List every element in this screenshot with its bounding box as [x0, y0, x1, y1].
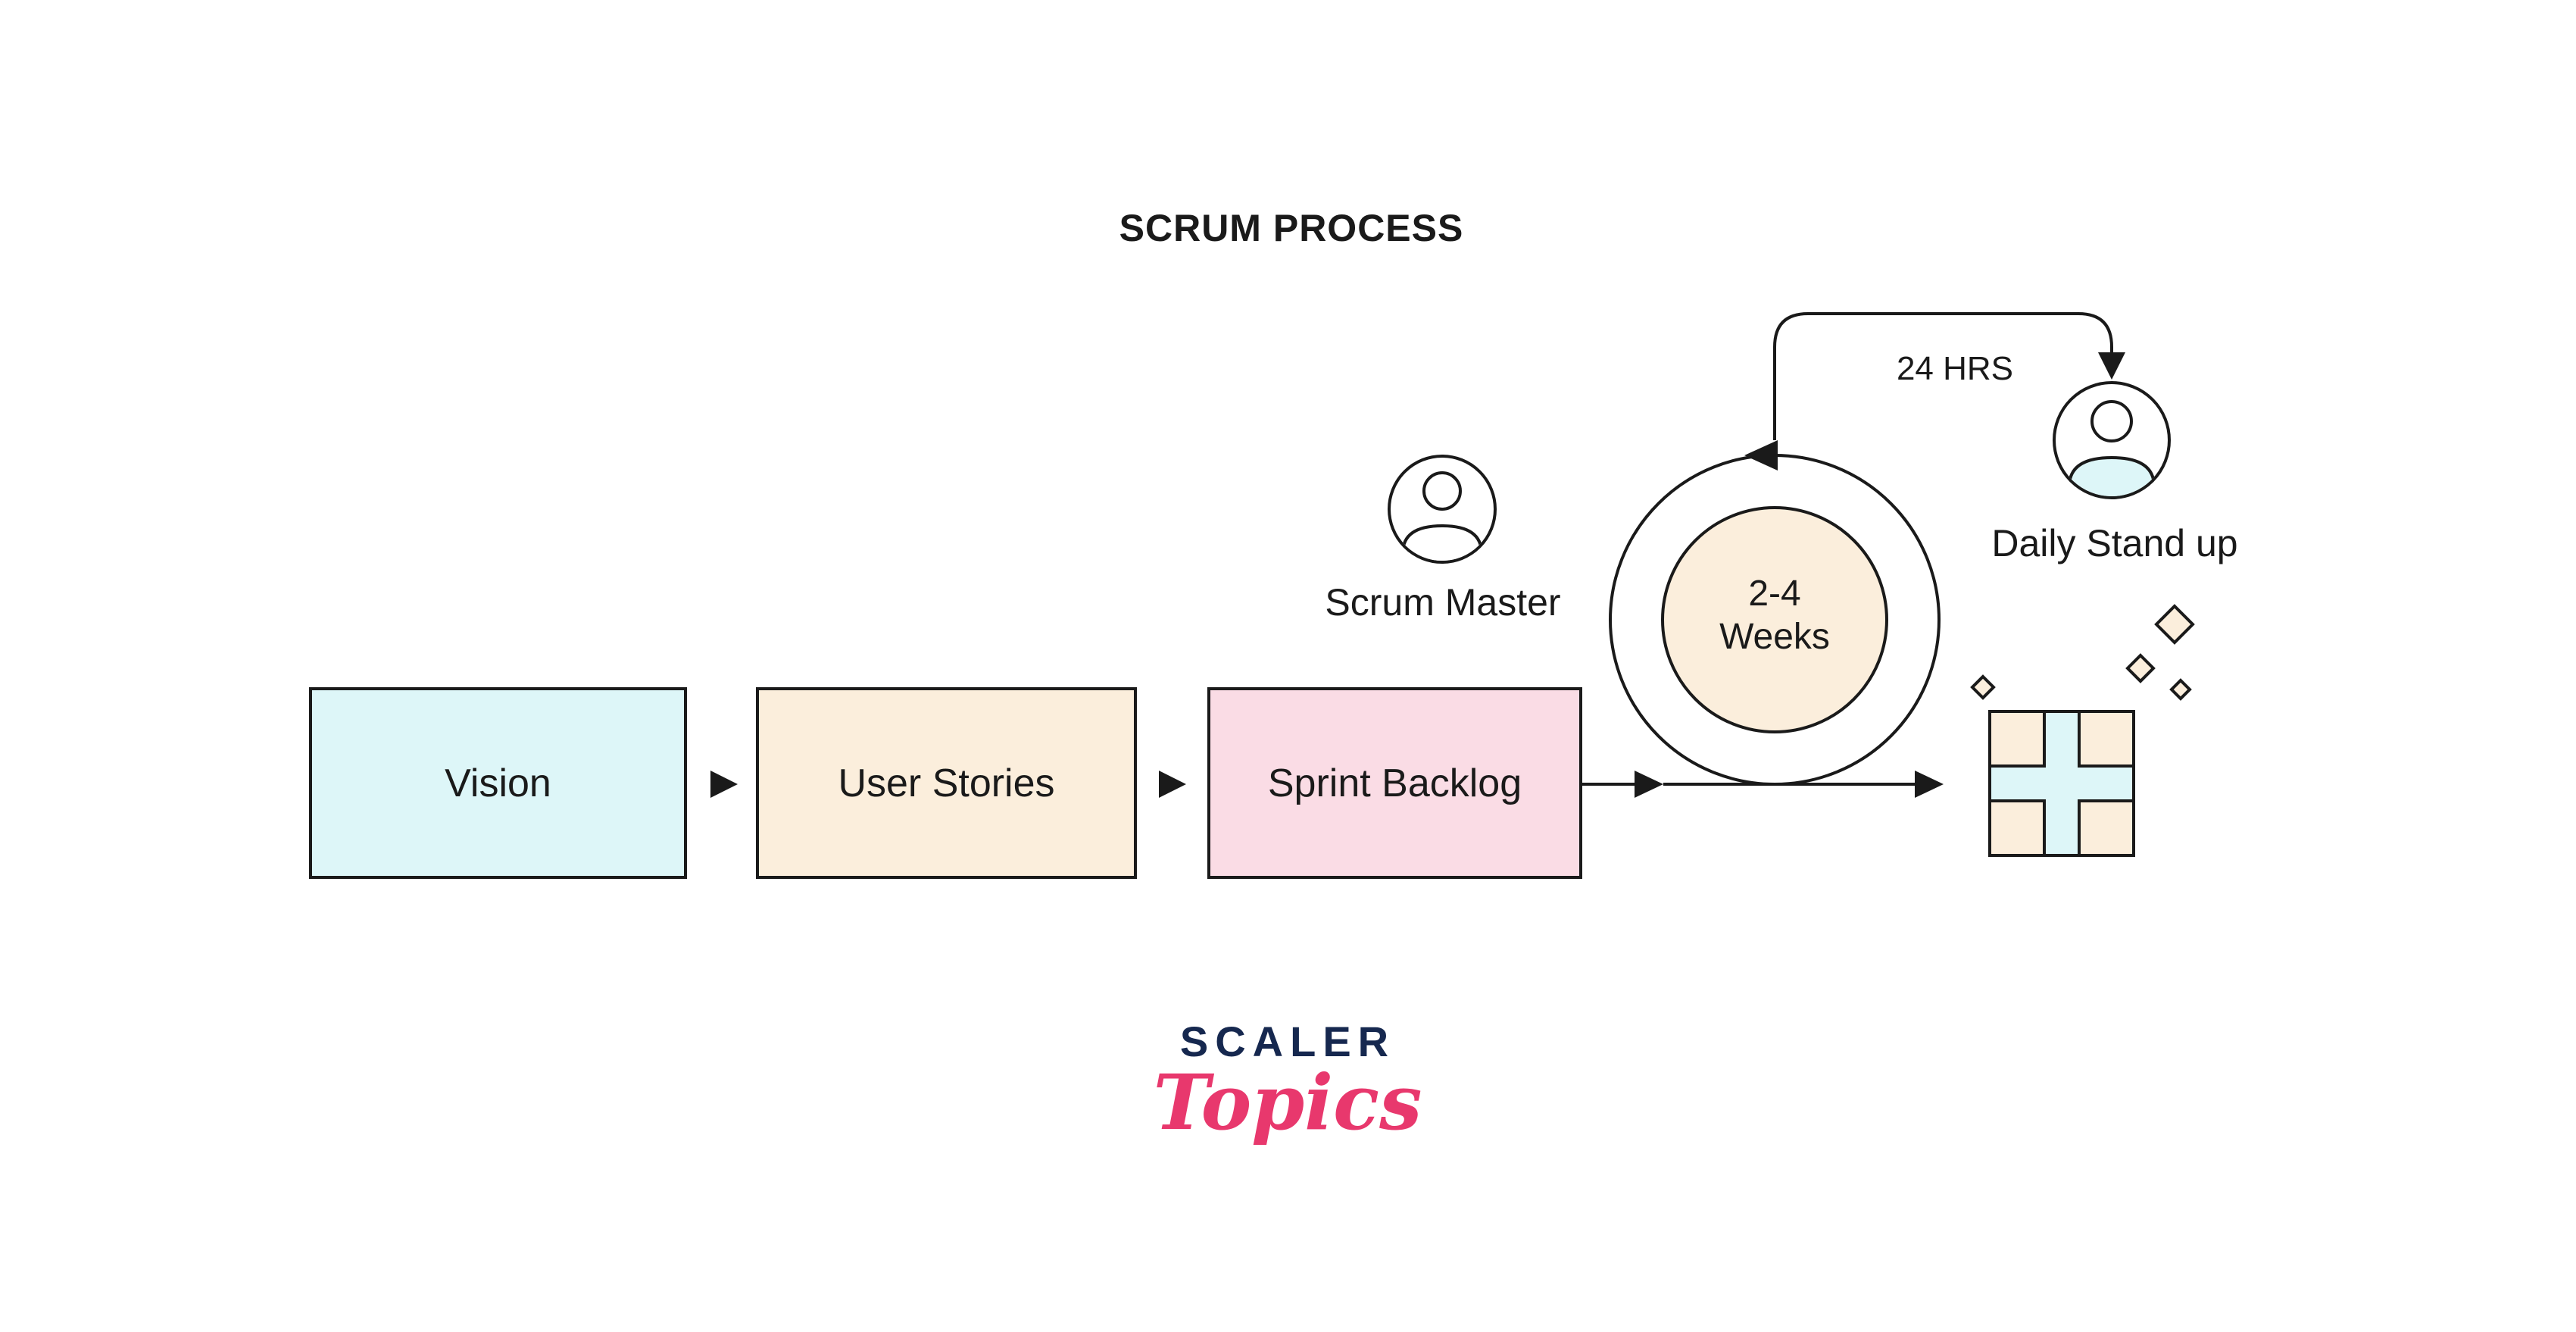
daily-cycle-label: 24 HRS [1896, 350, 2014, 387]
flow-arrow-icon [1159, 771, 1186, 798]
sprint-duration-circle [1661, 506, 1888, 733]
sparkle-diamond-icon [2169, 678, 2192, 701]
scrum-master-icon [1388, 455, 1497, 564]
arrowhead-into-increment-icon [1915, 771, 1944, 798]
sprint-backlog-box: Sprint Backlog [1207, 687, 1582, 879]
flow-arrow-icon [710, 771, 738, 798]
daily-standup-icon [2053, 381, 2171, 499]
loop-direction-arrow-icon [1744, 440, 1778, 471]
page-title: SCRUM PROCESS [1119, 207, 1464, 249]
daily-cycle-arc [1773, 312, 2113, 440]
sprint-duration-line1: 2-4 [1748, 574, 1801, 614]
scaler-logo-word: Topics [1153, 1058, 1422, 1147]
arrowhead-into-loop-icon [1635, 771, 1663, 798]
scaler-logo-brand: SCALER [1179, 1018, 1396, 1065]
scrum-master-label: Scrum Master [1325, 581, 1561, 624]
sparkle-diamond-icon [1970, 674, 1996, 700]
sparkle-diamond-icon [2125, 653, 2156, 683]
sparkle-diamond-icon [2154, 604, 2195, 645]
sprint-duration-line2: Weeks [1719, 616, 1830, 657]
user-stories-label: User Stories [838, 761, 1055, 805]
product-increment-icon [1970, 604, 2195, 857]
arrowhead-into-standup-icon [2098, 352, 2125, 380]
sprint-duration-label: 2-4 Weeks [1684, 573, 1866, 658]
user-stories-box: User Stories [756, 687, 1137, 879]
sprint-backlog-label: Sprint Backlog [1267, 761, 1522, 805]
daily-standup-label: Daily Stand up [1991, 522, 2238, 564]
vision-box: Vision [309, 687, 687, 879]
vision-label: Vision [445, 761, 551, 805]
